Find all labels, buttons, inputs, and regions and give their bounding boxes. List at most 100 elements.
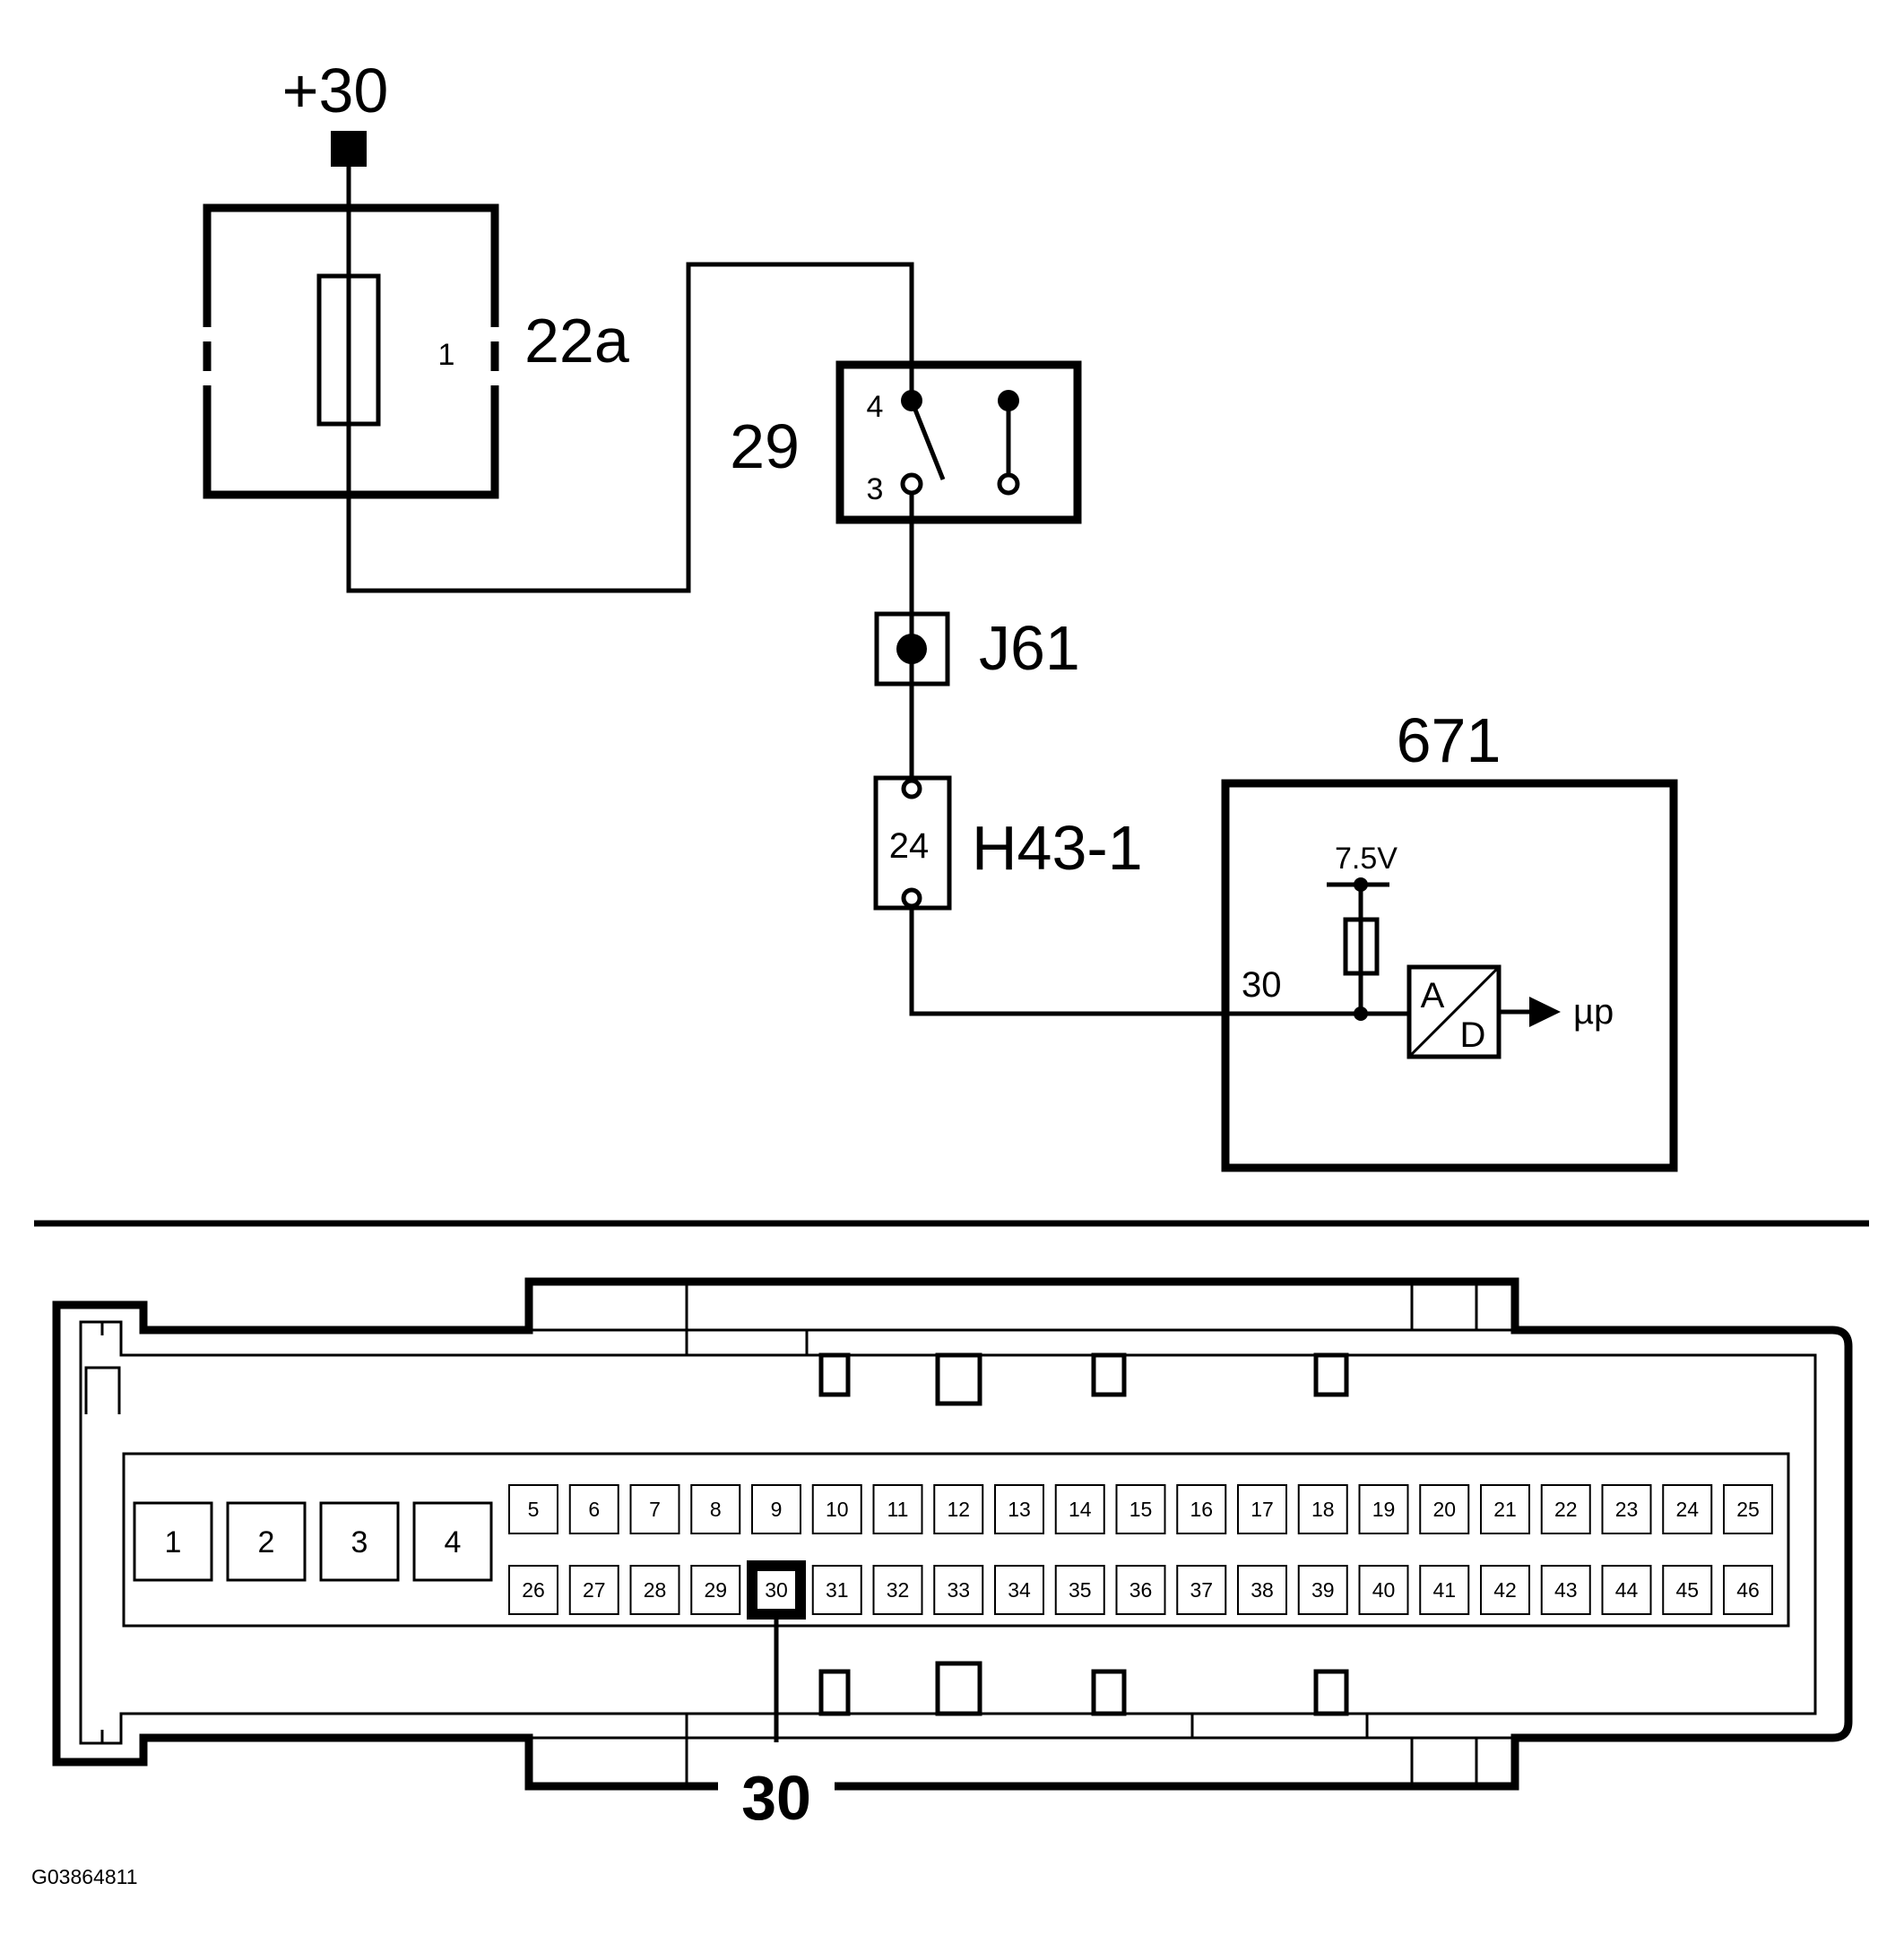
pin-2: [226, 1501, 307, 1582]
pin-label-45: 45: [1675, 1578, 1699, 1602]
pin-9: [751, 1484, 801, 1534]
pin-22: [1540, 1484, 1591, 1534]
pin-6: [568, 1484, 619, 1534]
pin-17: [1237, 1484, 1287, 1534]
pin-label-42: 42: [1493, 1578, 1517, 1602]
pin-label-11: 11: [887, 1498, 909, 1521]
pin-23: [1601, 1484, 1652, 1534]
pin-44: [1601, 1565, 1652, 1615]
pin-label-26: 26: [522, 1578, 545, 1602]
module-voltage-label: 7.5V: [1335, 842, 1398, 876]
pin-4: [412, 1501, 493, 1582]
pin-label-10: 10: [826, 1498, 849, 1521]
pin-label-20: 20: [1432, 1498, 1456, 1521]
pin-label-7: 7: [649, 1498, 661, 1521]
pin-label-3: 3: [351, 1525, 368, 1559]
fuse-pin-label: 1: [438, 338, 455, 372]
pin-label-25: 25: [1736, 1498, 1760, 1521]
pin-11: [872, 1484, 923, 1534]
pin-label-31: 31: [826, 1578, 849, 1602]
pin-label-36: 36: [1129, 1578, 1153, 1602]
pin-label-30: 30: [765, 1578, 788, 1602]
pin-42: [1480, 1565, 1530, 1615]
pin-label-39: 39: [1311, 1578, 1335, 1602]
pin-32: [872, 1565, 923, 1615]
pin-37: [1176, 1565, 1227, 1615]
pin-label-44: 44: [1615, 1578, 1639, 1602]
connector-face: [52, 1277, 1853, 1791]
pullup-resistor: [1343, 917, 1380, 976]
pin-19: [1358, 1484, 1409, 1534]
output-label: µp: [1573, 992, 1614, 1032]
pin-label-32: 32: [887, 1578, 910, 1602]
pin-label-43: 43: [1554, 1578, 1578, 1602]
pin-24: [1662, 1484, 1713, 1534]
module-pin-label: 30: [1242, 965, 1282, 1005]
connector-id-label: H43-1: [972, 813, 1143, 883]
pin-label-29: 29: [704, 1578, 727, 1602]
wire-supply-to-switch: [346, 167, 914, 593]
pin-26: [508, 1565, 558, 1615]
pin-label-24: 24: [1675, 1498, 1699, 1521]
pin-label-27: 27: [583, 1578, 606, 1602]
fuse-id-label: 22a: [524, 306, 629, 376]
pin-12: [933, 1484, 984, 1534]
pin-label-12: 12: [947, 1498, 970, 1521]
pin-label-6: 6: [588, 1498, 600, 1521]
pin-label-16: 16: [1190, 1498, 1213, 1521]
pin-label-34: 34: [1008, 1578, 1031, 1602]
module-671: [1221, 779, 1678, 1172]
module-id-label: 671: [1397, 705, 1502, 775]
pin-35: [1054, 1565, 1105, 1615]
pin-label-15: 15: [1129, 1498, 1153, 1521]
pin-38: [1237, 1565, 1287, 1615]
pin-39: [1297, 1565, 1348, 1615]
pin-label-17: 17: [1251, 1498, 1274, 1521]
pin-46: [1723, 1565, 1773, 1615]
pin-33: [933, 1565, 984, 1615]
pin-7: [629, 1484, 680, 1534]
pin-3: [319, 1501, 400, 1582]
connector-pin-label: 24: [889, 826, 930, 866]
pin-5: [508, 1484, 558, 1534]
pin-25: [1723, 1484, 1773, 1534]
callout-label: 30: [741, 1763, 811, 1833]
pin-label-2: 2: [258, 1525, 275, 1559]
pin-label-1: 1: [165, 1525, 182, 1559]
pin-14: [1054, 1484, 1105, 1534]
pin-13: [994, 1484, 1044, 1534]
pin-20: [1419, 1484, 1470, 1534]
callout-label-bg: [718, 1752, 835, 1824]
output-arrow: [1529, 997, 1561, 1027]
pin-label-14: 14: [1069, 1498, 1092, 1521]
pin-label-37: 37: [1190, 1578, 1213, 1602]
pin-15: [1115, 1484, 1166, 1534]
pin-label-13: 13: [1008, 1498, 1031, 1521]
pin-label-38: 38: [1251, 1578, 1274, 1602]
switch-id-label: 29: [730, 411, 800, 481]
pin-label-4: 4: [445, 1525, 462, 1559]
pin-28: [629, 1565, 680, 1615]
pin-label-18: 18: [1311, 1498, 1335, 1521]
pin-27: [568, 1565, 619, 1615]
pin-label-40: 40: [1372, 1578, 1396, 1602]
pin-label-35: 35: [1069, 1578, 1092, 1602]
pin-label-22: 22: [1554, 1498, 1578, 1521]
pin-label-9: 9: [771, 1498, 783, 1521]
pin-21: [1480, 1484, 1530, 1534]
pin-label-41: 41: [1432, 1578, 1456, 1602]
pin-30: [747, 1560, 806, 1620]
pin-36: [1115, 1565, 1166, 1615]
pin-label-28: 28: [644, 1578, 667, 1602]
pin-16: [1176, 1484, 1227, 1534]
pin-label-23: 23: [1615, 1498, 1639, 1521]
junction-dot: [896, 634, 927, 664]
pin-45: [1662, 1565, 1713, 1615]
pin-label-8: 8: [710, 1498, 722, 1521]
junction-id-label: J61: [979, 613, 1080, 683]
ad-label-d: D: [1460, 1015, 1486, 1055]
pin-10: [811, 1484, 862, 1534]
pin-label-21: 21: [1493, 1498, 1517, 1521]
pin-34: [994, 1565, 1044, 1615]
switch-pin-4-label: 4: [867, 390, 884, 424]
